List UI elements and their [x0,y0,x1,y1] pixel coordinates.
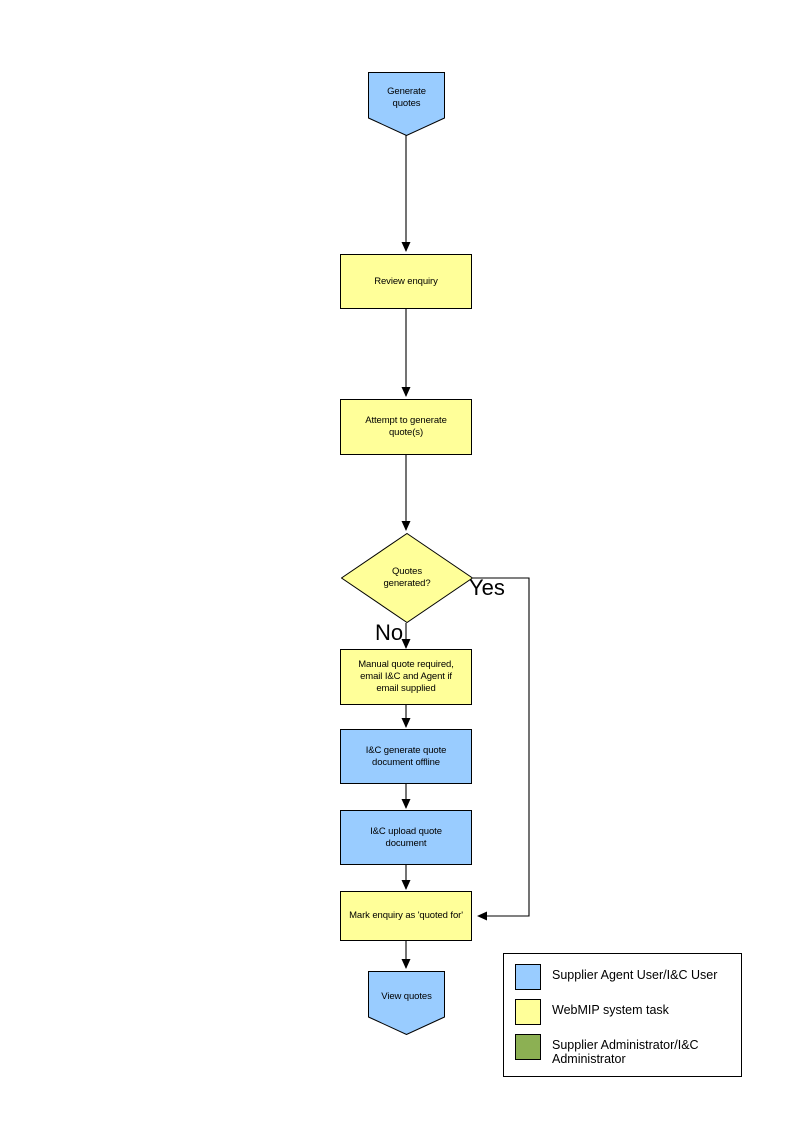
node-label: Mark enquiry as 'quoted for' [349,910,463,921]
node-label: Review enquiry [374,275,438,287]
node-ic-generate-quote-document-offline[interactable]: I&C generate quote document offline [340,729,472,784]
legend-item-label: Supplier Agent User/I&C User [552,968,718,982]
connector-decision-yes-to-mark [473,577,530,921]
node-view-quotes[interactable]: View quotes [368,971,445,1035]
node-quotes-generated-decision[interactable]: Quotes generated? [341,533,473,623]
node-mark-enquiry-as-quoted-for[interactable]: Mark enquiry as 'quoted for' [340,891,472,941]
legend-item-webmip-system-task: WebMIP system task [515,999,741,1025]
legend-item-supplier-agent-user: Supplier Agent User/I&C User [515,964,741,990]
node-review-enquiry[interactable]: Review enquiry [340,254,472,309]
pentagon-shape [368,971,445,1035]
node-generate-quotes[interactable]: Generate quotes [368,72,445,136]
node-ic-upload-quote-document[interactable]: I&C upload quote document [340,810,472,865]
branch-label-no: No [375,620,404,645]
node-attempt-to-generate-quotes[interactable]: Attempt to generate quote(s) [340,399,472,455]
branch-label-yes: Yes [469,575,505,600]
legend-swatch-green [515,1034,541,1060]
node-label: View quotes [381,991,432,1002]
legend-item-label: WebMIP system task [552,1003,669,1017]
legend-item-supplier-administrator: Supplier Administrator/I&C Administrator [515,1034,741,1066]
legend-swatch-yellow [515,999,541,1025]
node-label: Quotes generated? [383,566,431,589]
node-label: I&C generate quote document offline [365,744,447,768]
pentagon-shape [368,72,445,136]
node-label: Generate quotes [387,86,426,109]
node-label: Manual quote required, email I&C and Age… [358,659,454,694]
diamond-shape [341,533,473,623]
legend-item-label: Supplier Administrator/I&C Administrator [552,1038,699,1066]
node-label: I&C upload quote document [370,825,442,849]
node-label: Attempt to generate quote(s) [365,415,447,438]
legend-swatch-blue [515,964,541,990]
legend-panel: Supplier Agent User/I&C User WebMIP syst… [503,953,742,1077]
node-manual-quote-required[interactable]: Manual quote required, email I&C and Age… [340,649,472,705]
